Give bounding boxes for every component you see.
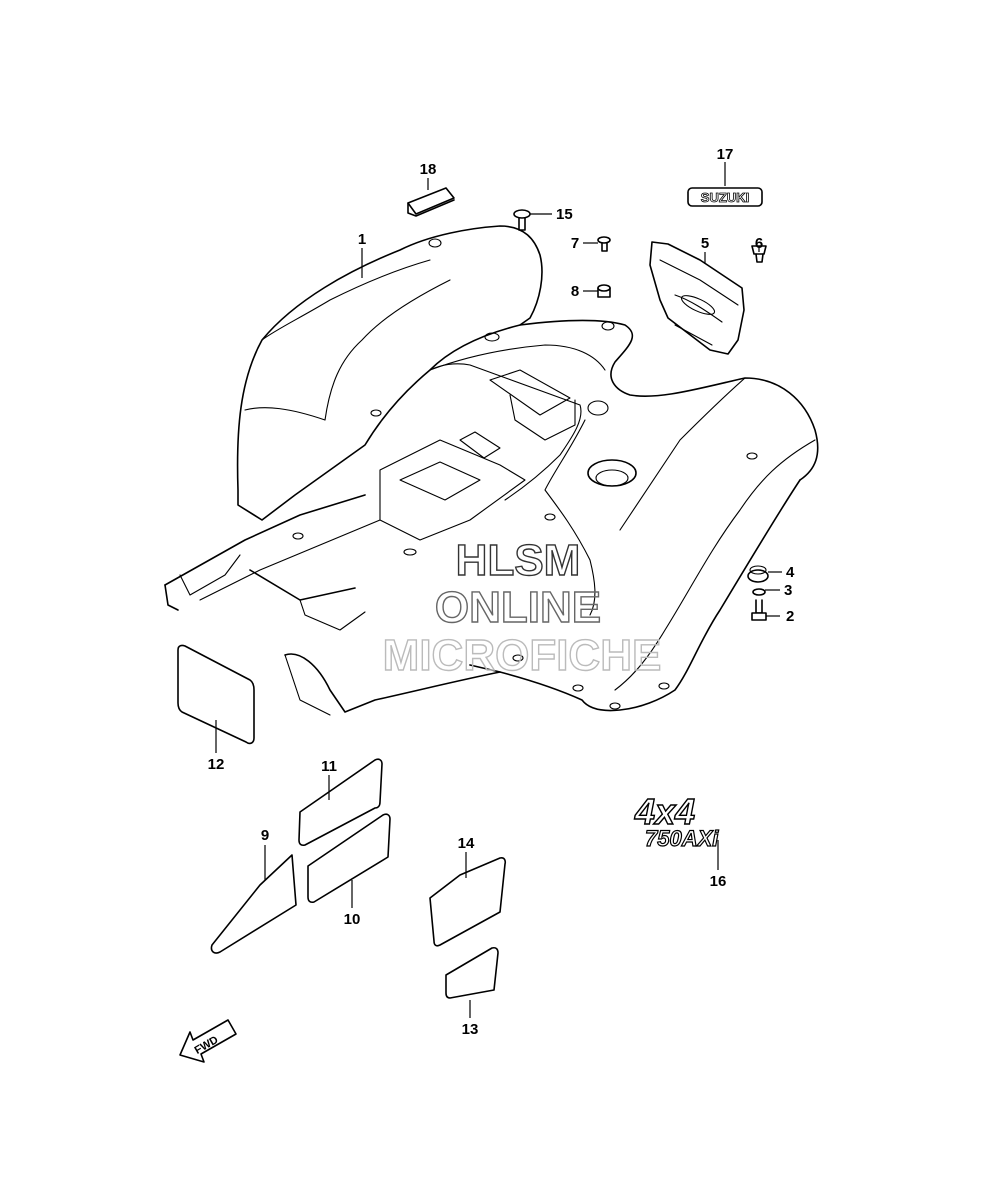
callout-14: 14 [458, 835, 475, 852]
callout-15: 15 [556, 206, 573, 223]
watermark-line-2: ONLINE [435, 583, 601, 632]
callout-12: 12 [208, 756, 225, 773]
callout-labels: 1 2 3 4 5 6 7 8 9 10 11 12 13 14 15 16 1… [208, 146, 795, 1038]
sticker-part-11 [298, 758, 383, 847]
rear-fender [164, 225, 819, 716]
callout-9: 9 [261, 827, 269, 844]
leader-lines [215, 162, 782, 1018]
callout-17: 17 [717, 146, 734, 163]
screw-part-15 [513, 209, 531, 231]
callout-6: 6 [755, 235, 763, 252]
callout-16: 16 [710, 873, 727, 890]
sticker-part-9 [210, 854, 297, 954]
model-emblem-top-text: 4x4 [634, 791, 695, 832]
suzuki-emblem-text: SUZUKI [701, 190, 749, 205]
callout-18: 18 [420, 161, 437, 178]
callout-1: 1 [358, 231, 366, 248]
sticker-part-12 [177, 644, 255, 745]
bracket-part-5 [649, 241, 745, 355]
watermark-line-1: HLSM [456, 536, 581, 585]
sticker-part-13 [445, 946, 499, 999]
callout-3: 3 [784, 582, 792, 599]
callout-4: 4 [786, 564, 795, 581]
callout-13: 13 [462, 1021, 479, 1038]
callout-7: 7 [571, 235, 579, 252]
watermark-line-3: MICROFICHE [383, 631, 662, 680]
callout-8: 8 [571, 283, 579, 300]
fwd-direction-arrow: FWD [179, 1019, 237, 1063]
model-emblem-part-16: 4x4 750AXi [633, 790, 720, 851]
callout-11: 11 [321, 758, 337, 775]
sticker-part-10 [307, 813, 391, 904]
model-emblem-bottom-text: 750AXi [645, 826, 719, 851]
cushion-part-4 [747, 565, 769, 583]
clip-part-6 [751, 245, 767, 263]
callout-10: 10 [344, 911, 361, 928]
bolt-part-2 [751, 599, 767, 621]
watermark: HLSM ONLINE MICROFICHE [382, 535, 662, 680]
callout-5: 5 [701, 235, 709, 252]
nut-part-8 [597, 284, 611, 298]
pad-part-18 [407, 187, 455, 217]
suzuki-emblem-part-17: SUZUKI [687, 187, 763, 207]
screw-part-7 [597, 236, 611, 252]
sticker-part-14 [429, 857, 507, 947]
washer-part-3 [752, 588, 766, 596]
callout-2: 2 [786, 608, 794, 625]
